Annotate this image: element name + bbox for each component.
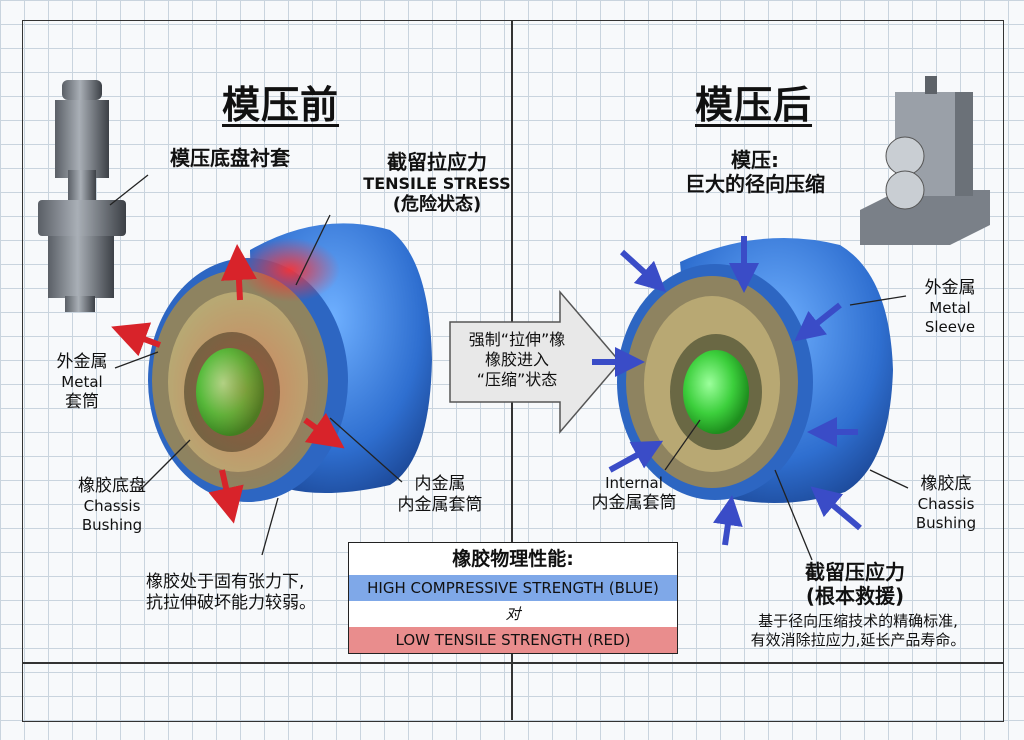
tensile-cn: 截留拉应力 [352,150,522,174]
rubber-label-before: 橡胶底盘 Chassis Bushing [60,476,164,535]
after-note-line1: 基于径向压缩技术的精确标准, [718,612,998,631]
material-legend: 橡胶物理性能: HIGH COMPRESSIVE STRENGTH (BLUE)… [348,542,678,654]
title-before: 模压前 [222,74,339,129]
tensile-note: (危险状态) [352,194,522,216]
bushing-before-illustration [148,223,432,502]
outer-en1-after: Metal [905,299,995,318]
rubber-cn-after: 橡胶底 [898,474,994,495]
transition-text: 强制“拉伸”橡 橡胶进入 “压缩”状态 [452,330,582,390]
press-label: 模压: 巨大的径向压缩 [655,148,855,197]
before-note: 橡胶处于固有张力下, 抗拉伸破坏能力较弱。 [146,572,332,615]
inner-cn: 内金属 [380,474,500,495]
inner-cn2: 内金属套筒 [380,495,500,516]
legend-blue: HIGH COMPRESSIVE STRENGTH (BLUE) [349,575,677,601]
transition-line3: “压缩”状态 [452,370,582,390]
compressive-stress-label: 截留压应力 (根本救援) [770,560,940,609]
rubber-label-after: 橡胶底 Chassis Bushing [898,474,994,533]
rubber-en2-after: Bushing [898,514,994,533]
rubber-cn: 橡胶底盘 [60,476,164,497]
internal-cn: 内金属套筒 [572,493,696,514]
before-note-line2: 抗拉伸破坏能力较弱。 [146,593,332,614]
outer-cn-after: 外金属 [905,278,995,299]
after-note-line2: 有效消除拉应力,延长产品寿命。 [718,631,998,650]
bushing-after-illustration [617,238,893,503]
legend-red: LOW TENSILE STRENGTH (RED) [349,627,677,653]
tensile-stress-label: 截留拉应力 TENSILE STRESS (危险状态) [352,150,522,216]
legend-vs: 对 [349,601,677,627]
outer-cn: 外金属 [40,352,124,373]
outer-cn2: 套筒 [40,392,124,413]
outer-en2-after: Sleeve [905,318,995,337]
after-note: 基于径向压缩技术的精确标准, 有效消除拉应力,延长产品寿命。 [718,612,998,650]
rubber-en1: Chassis [60,497,164,516]
legend-title: 橡胶物理性能: [349,543,677,575]
transition-line2: 橡胶进入 [452,350,582,370]
before-note-line1: 橡胶处于固有张力下, [146,572,332,593]
internal-sleeve-label-after: Internal 内金属套筒 [572,474,696,514]
press-cn1: 模压: [655,148,855,172]
internal-en: Internal [572,474,696,493]
title-after: 模压后 [695,74,812,129]
rubber-en2: Bushing [60,516,164,535]
press-machine-illustration [860,76,990,245]
press-cn2: 巨大的径向压缩 [655,172,855,196]
outer-en: Metal [40,373,124,392]
rubber-en1-after: Chassis [898,495,994,514]
inner-sleeve-label-before: 内金属 内金属套筒 [380,474,500,517]
comp-cn2: (根本救援) [770,584,940,608]
tensile-en: TENSILE STRESS [352,174,522,194]
outer-sleeve-label-after: 外金属 Metal Sleeve [905,278,995,337]
bushing-title-label: 模压底盘衬套 [150,146,310,170]
transition-line1: 强制“拉伸”橡 [452,330,582,350]
comp-cn1: 截留压应力 [770,560,940,584]
outer-sleeve-label-before: 外金属 Metal 套筒 [40,352,124,413]
shaft-part-illustration [38,80,126,312]
